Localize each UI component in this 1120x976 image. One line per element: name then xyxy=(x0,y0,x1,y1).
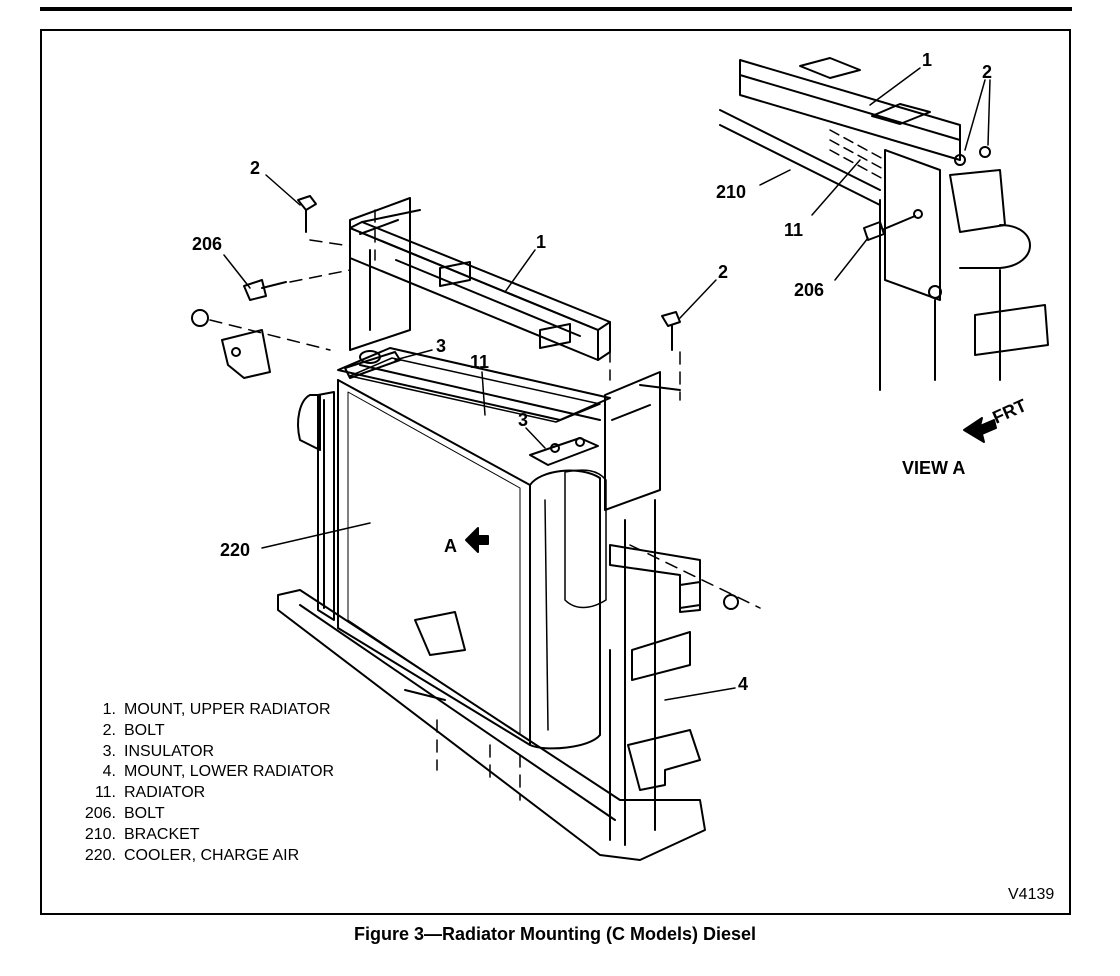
callout-11: 11 xyxy=(470,352,489,372)
bolt-right xyxy=(661,311,681,351)
callout-4: 4 xyxy=(738,674,748,694)
figure-code: V4139 xyxy=(1008,886,1055,903)
insulator-left xyxy=(344,350,401,379)
radiator-core xyxy=(337,347,611,423)
legend-item: 4.MOUNT, LOWER RADIATOR xyxy=(102,763,335,781)
left-nut-and-bracket xyxy=(191,309,271,379)
view-callout-2: 2 xyxy=(982,62,992,82)
alignment-dashes xyxy=(209,209,761,801)
view-a-callout: A xyxy=(444,536,457,556)
view-a-leader-lines xyxy=(759,67,991,281)
view-a-inset xyxy=(719,57,1049,391)
bolt-left xyxy=(297,195,317,233)
parts-legend: 1.MOUNT, UPPER RADIATOR 2.BOLT 3.INSULAT… xyxy=(72,700,334,866)
legend-item: 2.BOLT xyxy=(102,721,165,739)
legend-item: 3.INSULATOR xyxy=(102,742,215,760)
left-upper-bracket xyxy=(349,197,411,351)
legend-item: 220.COOLER, CHARGE AIR xyxy=(84,846,300,864)
cooler-side-tank xyxy=(529,469,607,750)
top-rule xyxy=(40,7,1072,11)
legend-item: 206.BOLT xyxy=(84,804,165,822)
bolt-206 xyxy=(243,279,287,301)
figure-caption: Figure 3—Radiator Mounting (C Models) Di… xyxy=(353,924,757,944)
right-upper-bracket xyxy=(604,371,681,511)
callout-2-right: 2 xyxy=(718,262,728,282)
legend-item: 11.RADIATOR xyxy=(94,784,206,802)
left-tank xyxy=(297,391,335,621)
view-callout-210: 210 xyxy=(716,182,746,202)
callout-1: 1 xyxy=(536,232,546,252)
callout-206: 206 xyxy=(192,234,222,254)
right-nut xyxy=(723,594,739,610)
view-a-hatching xyxy=(829,129,886,181)
callout-2-left: 2 xyxy=(250,158,260,178)
lower-right-bracket xyxy=(609,544,701,613)
front-arrow xyxy=(963,417,997,443)
lower-radiator-mount xyxy=(277,499,706,861)
legend-item: 1.MOUNT, UPPER RADIATOR xyxy=(102,701,331,718)
figure-frame xyxy=(40,29,1071,915)
callout-3-right: 3 xyxy=(518,410,528,430)
view-a-title: VIEW A xyxy=(902,458,965,478)
view-callout-1: 1 xyxy=(922,50,932,70)
callout-3-left: 3 xyxy=(436,336,446,356)
view-callout-11: 11 xyxy=(784,220,803,240)
callout-220: 220 xyxy=(220,540,250,560)
view-a-arrow xyxy=(465,527,489,553)
front-label: FRT xyxy=(989,395,1029,428)
charge-air-cooler xyxy=(337,379,531,746)
legend-item: 210.BRACKET xyxy=(84,825,200,843)
main-leader-lines xyxy=(223,174,736,701)
insulator-right xyxy=(529,437,599,466)
view-callout-206: 206 xyxy=(794,280,824,300)
